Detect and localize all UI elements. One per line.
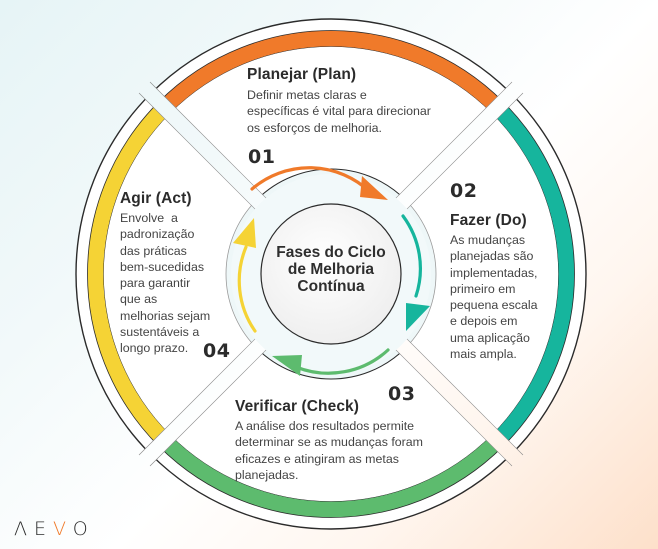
arrow-head-green — [272, 355, 302, 376]
phase-check-number: 03 — [388, 383, 416, 405]
phase-act-description: Envolve a padronização das práticas bem-… — [120, 210, 210, 357]
desc-line: e depois em — [450, 314, 518, 329]
desc-line: Definir metas claras e — [247, 88, 367, 102]
desc-line: primeiro em — [450, 281, 516, 296]
desc-line: planejadas. — [235, 467, 299, 482]
desc-line: melhorias sejam — [120, 308, 211, 323]
center-circle — [260, 203, 402, 345]
phase-plan-description: Definir metas claras e específicas é vit… — [247, 87, 431, 136]
desc-line: Envolve a — [120, 211, 178, 225]
desc-line: que as — [120, 292, 158, 307]
center-title-line2: de Melhoria — [287, 261, 375, 278]
arrow-act-to-plan — [237, 245, 257, 333]
logo-text-end: O — [72, 518, 95, 540]
arrow-head-yellow — [233, 218, 256, 248]
center-title: Fases do Ciclo de Melhoria Contínua — [261, 244, 401, 295]
desc-line: das práticas — [120, 243, 187, 258]
phase-plan-number: 01 — [248, 146, 276, 168]
arrow-head-teal — [406, 303, 430, 331]
desc-line: implementadas, — [450, 265, 538, 280]
desc-line: específicas é vital para direcionar — [247, 104, 431, 119]
desc-line: eficazes e atingiram as metas — [235, 451, 399, 466]
phase-check-title: Verificar (Check) — [235, 398, 360, 415]
arrow-check-to-act — [294, 348, 390, 375]
phase-plan: Planejar (Plan) Definir metas claras e e… — [247, 66, 431, 136]
desc-line: longo prazo. — [120, 341, 189, 356]
center-title-line1: Fases do Ciclo — [276, 244, 386, 261]
phase-do-number: 02 — [450, 180, 478, 202]
arrow-head-orange — [360, 176, 388, 200]
arrow-plan-to-do — [250, 166, 372, 194]
phase-act-title: Agir (Act) — [120, 190, 192, 207]
desc-line: os esforços de melhoria. — [247, 120, 382, 135]
center-title-line3: Contínua — [297, 278, 365, 295]
aevo-logo: ΛEVO — [14, 518, 95, 540]
logo-text-start: ΛE — [14, 518, 54, 540]
desc-line: pequena escala — [450, 298, 538, 313]
phase-check: Verificar (Check) A análise dos resultad… — [235, 398, 423, 483]
logo-text-accent: V — [53, 518, 73, 540]
phase-act: Agir (Act) Envolve a padronização das pr… — [120, 190, 210, 357]
desc-line: sustentáveis a — [120, 325, 200, 340]
cycle-arrows — [233, 166, 430, 376]
arrow-do-to-check — [401, 214, 422, 298]
desc-line: As mudanças — [450, 233, 526, 247]
desc-line: determinar se as mudanças foram — [235, 435, 424, 450]
desc-line: padronização — [120, 227, 195, 242]
phase-plan-title: Planejar (Plan) — [247, 66, 357, 83]
desc-line: A análise dos resultados permite — [235, 419, 415, 433]
desc-line: uma aplicação — [450, 330, 530, 345]
desc-line: bem-sucedidas — [120, 259, 205, 274]
desc-line: planejadas são — [450, 249, 534, 264]
desc-line: para garantir — [120, 276, 191, 291]
phase-do-title: Fazer (Do) — [450, 212, 527, 229]
phase-do-description: As mudanças planejadas são implementadas… — [450, 232, 538, 362]
phase-check-description: A análise dos resultados permite determi… — [235, 418, 423, 483]
desc-line: mais ampla. — [450, 347, 517, 362]
phase-act-number: 04 — [203, 340, 231, 362]
phase-do: Fazer (Do) As mudanças planejadas são im… — [450, 212, 538, 362]
